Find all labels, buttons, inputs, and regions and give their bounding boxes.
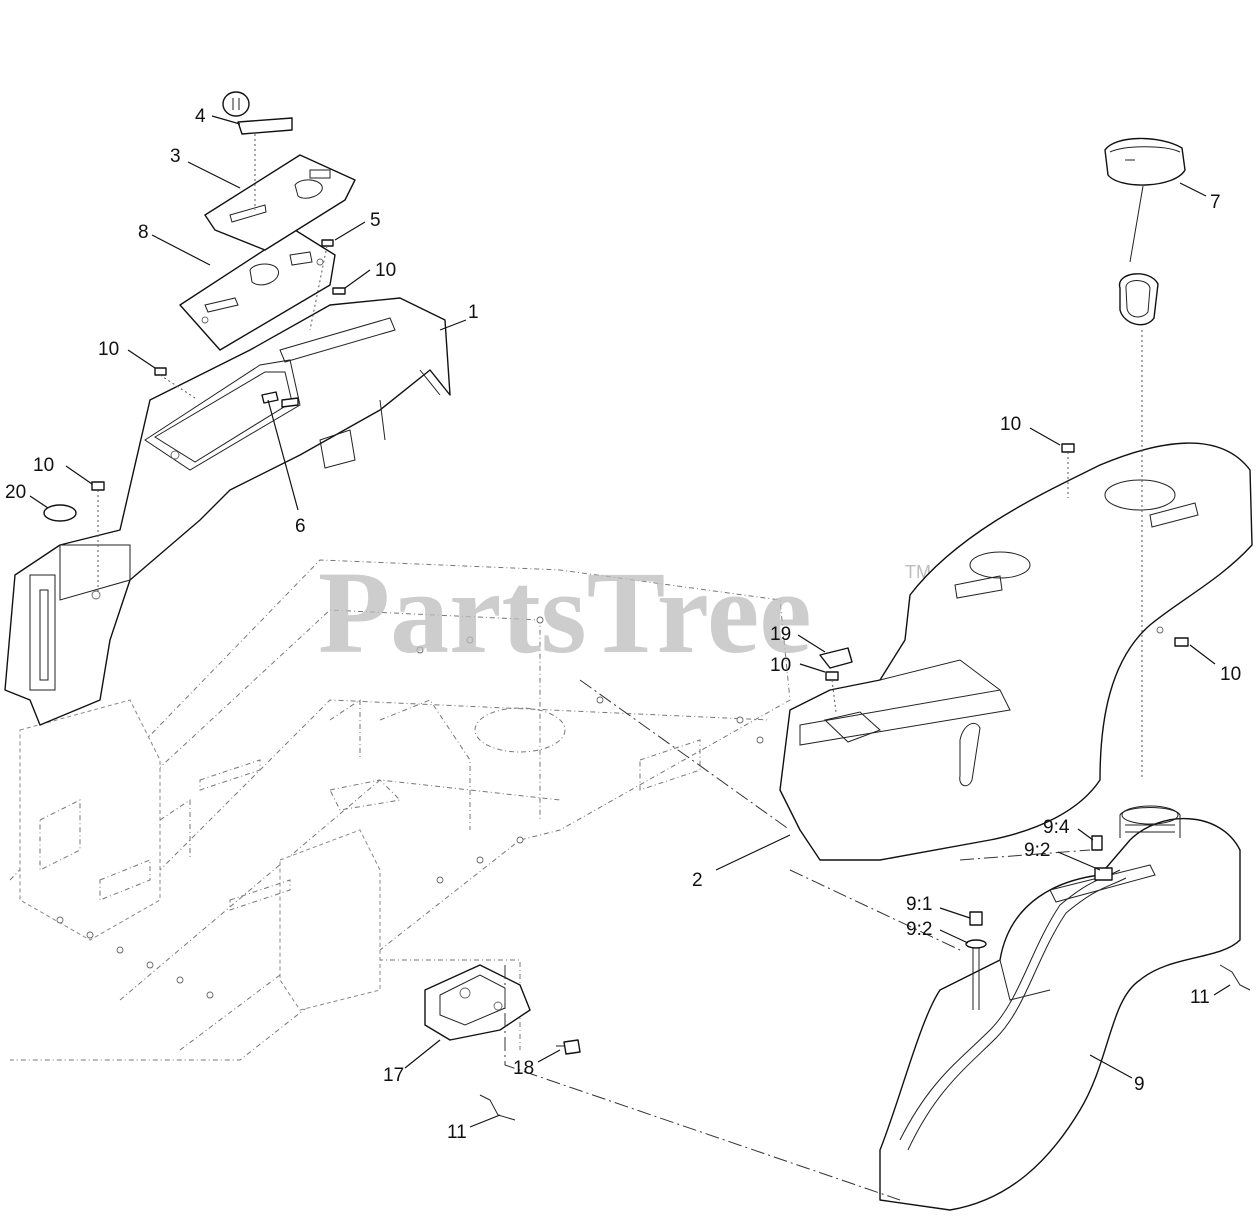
callout-9: 9: [1134, 1074, 1145, 1095]
callout-11-a: 11: [447, 1122, 467, 1143]
callout-20: 20: [5, 482, 26, 503]
callout-11-b: 11: [1190, 987, 1210, 1008]
bracket-part-17: [424, 964, 531, 1041]
callout-10-c: 10: [33, 455, 54, 476]
callout-9-4: 9:4: [1043, 817, 1070, 838]
tank-fittings: [965, 835, 1103, 1010]
assembly-chain-lines: [504, 679, 1091, 1201]
clip-part-11-a: [479, 1094, 516, 1121]
callout-9-1: 9:1: [906, 894, 932, 915]
clip-part-11-b: [1219, 964, 1251, 991]
watermark: PartsTree TM: [318, 547, 931, 678]
callout-7: 7: [1210, 192, 1221, 213]
left-fender-part-1: [4, 297, 451, 726]
ignition-key-part-4: [222, 91, 293, 210]
fuel-tank-part-9: [879, 805, 1241, 1211]
callout-10-a: 10: [375, 260, 396, 281]
svg-text:PartsTree: PartsTree: [318, 547, 812, 678]
callout-18: 18: [513, 1058, 534, 1079]
callout-19: 19: [770, 624, 791, 645]
callout-17: 17: [383, 1065, 404, 1086]
right-fender-part-2: [779, 442, 1253, 861]
left-hardware: [43, 239, 346, 595]
fuel-cap-part-7: [1104, 137, 1186, 780]
callout-4: 4: [195, 106, 206, 127]
callout-8: 8: [138, 222, 149, 243]
callout-9-2-lower: 9:2: [906, 919, 932, 940]
callout-6: 6: [295, 516, 306, 537]
callout-5: 5: [370, 210, 381, 231]
callout-3: 3: [170, 146, 181, 167]
right-hardware: [819, 443, 1189, 713]
callout-10-e: 10: [770, 655, 791, 676]
leader-lines: [29, 115, 1231, 1128]
mower-frame: [9, 559, 791, 1061]
callout-1: 1: [468, 302, 479, 323]
bolt-part-18: [556, 1039, 581, 1055]
callout-10-d: 10: [1000, 414, 1021, 435]
callout-2: 2: [692, 870, 703, 891]
callout-10-f: 10: [1220, 664, 1241, 685]
callout-labels: 1 2 3 4 5 6 7 8 9 9:1 9:2 9:2 9:4 10 10 …: [5, 106, 1241, 1143]
callout-9-2-upper: 9:2: [1024, 840, 1050, 861]
decal-plate-part-3: [204, 154, 356, 251]
callout-10-b: 10: [98, 339, 119, 360]
